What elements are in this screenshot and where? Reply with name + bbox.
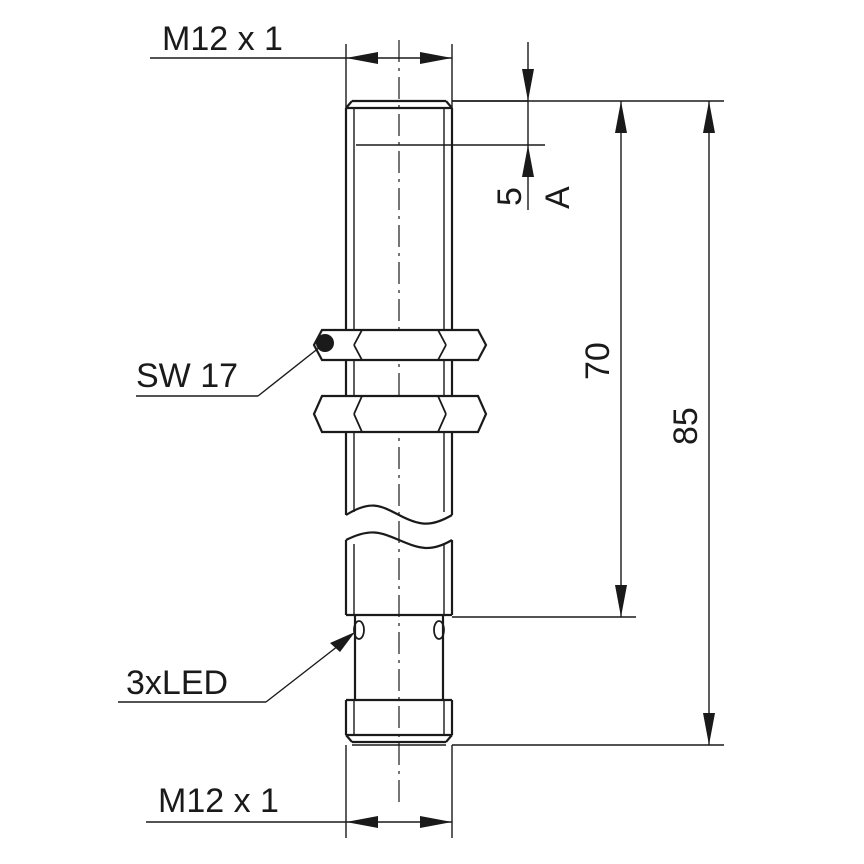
thread-bottom-label: M12 x 1 — [158, 782, 279, 820]
sensor-housing-lower — [344, 531, 454, 746]
led-window-right — [433, 620, 445, 640]
dimension-housing-length: 70 — [452, 100, 640, 618]
wrench-size-label: SW 17 — [136, 357, 238, 395]
sensing-marker-label: A — [539, 186, 577, 209]
thread-top-label: M12 x 1 — [162, 20, 283, 58]
housing-length-label: 70 — [579, 342, 617, 380]
leader-wrench-size: SW 17 — [136, 334, 334, 397]
lock-nut-bottom — [312, 394, 488, 434]
dimension-thread-top: M12 x 1 — [150, 20, 453, 108]
led-note-label: 3xLED — [126, 664, 228, 702]
dimension-thread-bottom: M12 x 1 — [146, 745, 453, 838]
dimension-total-length: 85 — [452, 100, 724, 746]
lock-nut-top — [312, 328, 488, 362]
sensing-distance-label: 5 — [491, 187, 529, 206]
led-window-left — [353, 620, 365, 640]
total-length-label: 85 — [667, 407, 705, 445]
leader-led: 3xLED — [118, 632, 355, 703]
dimension-sensing-distance: 5 A — [356, 42, 577, 210]
